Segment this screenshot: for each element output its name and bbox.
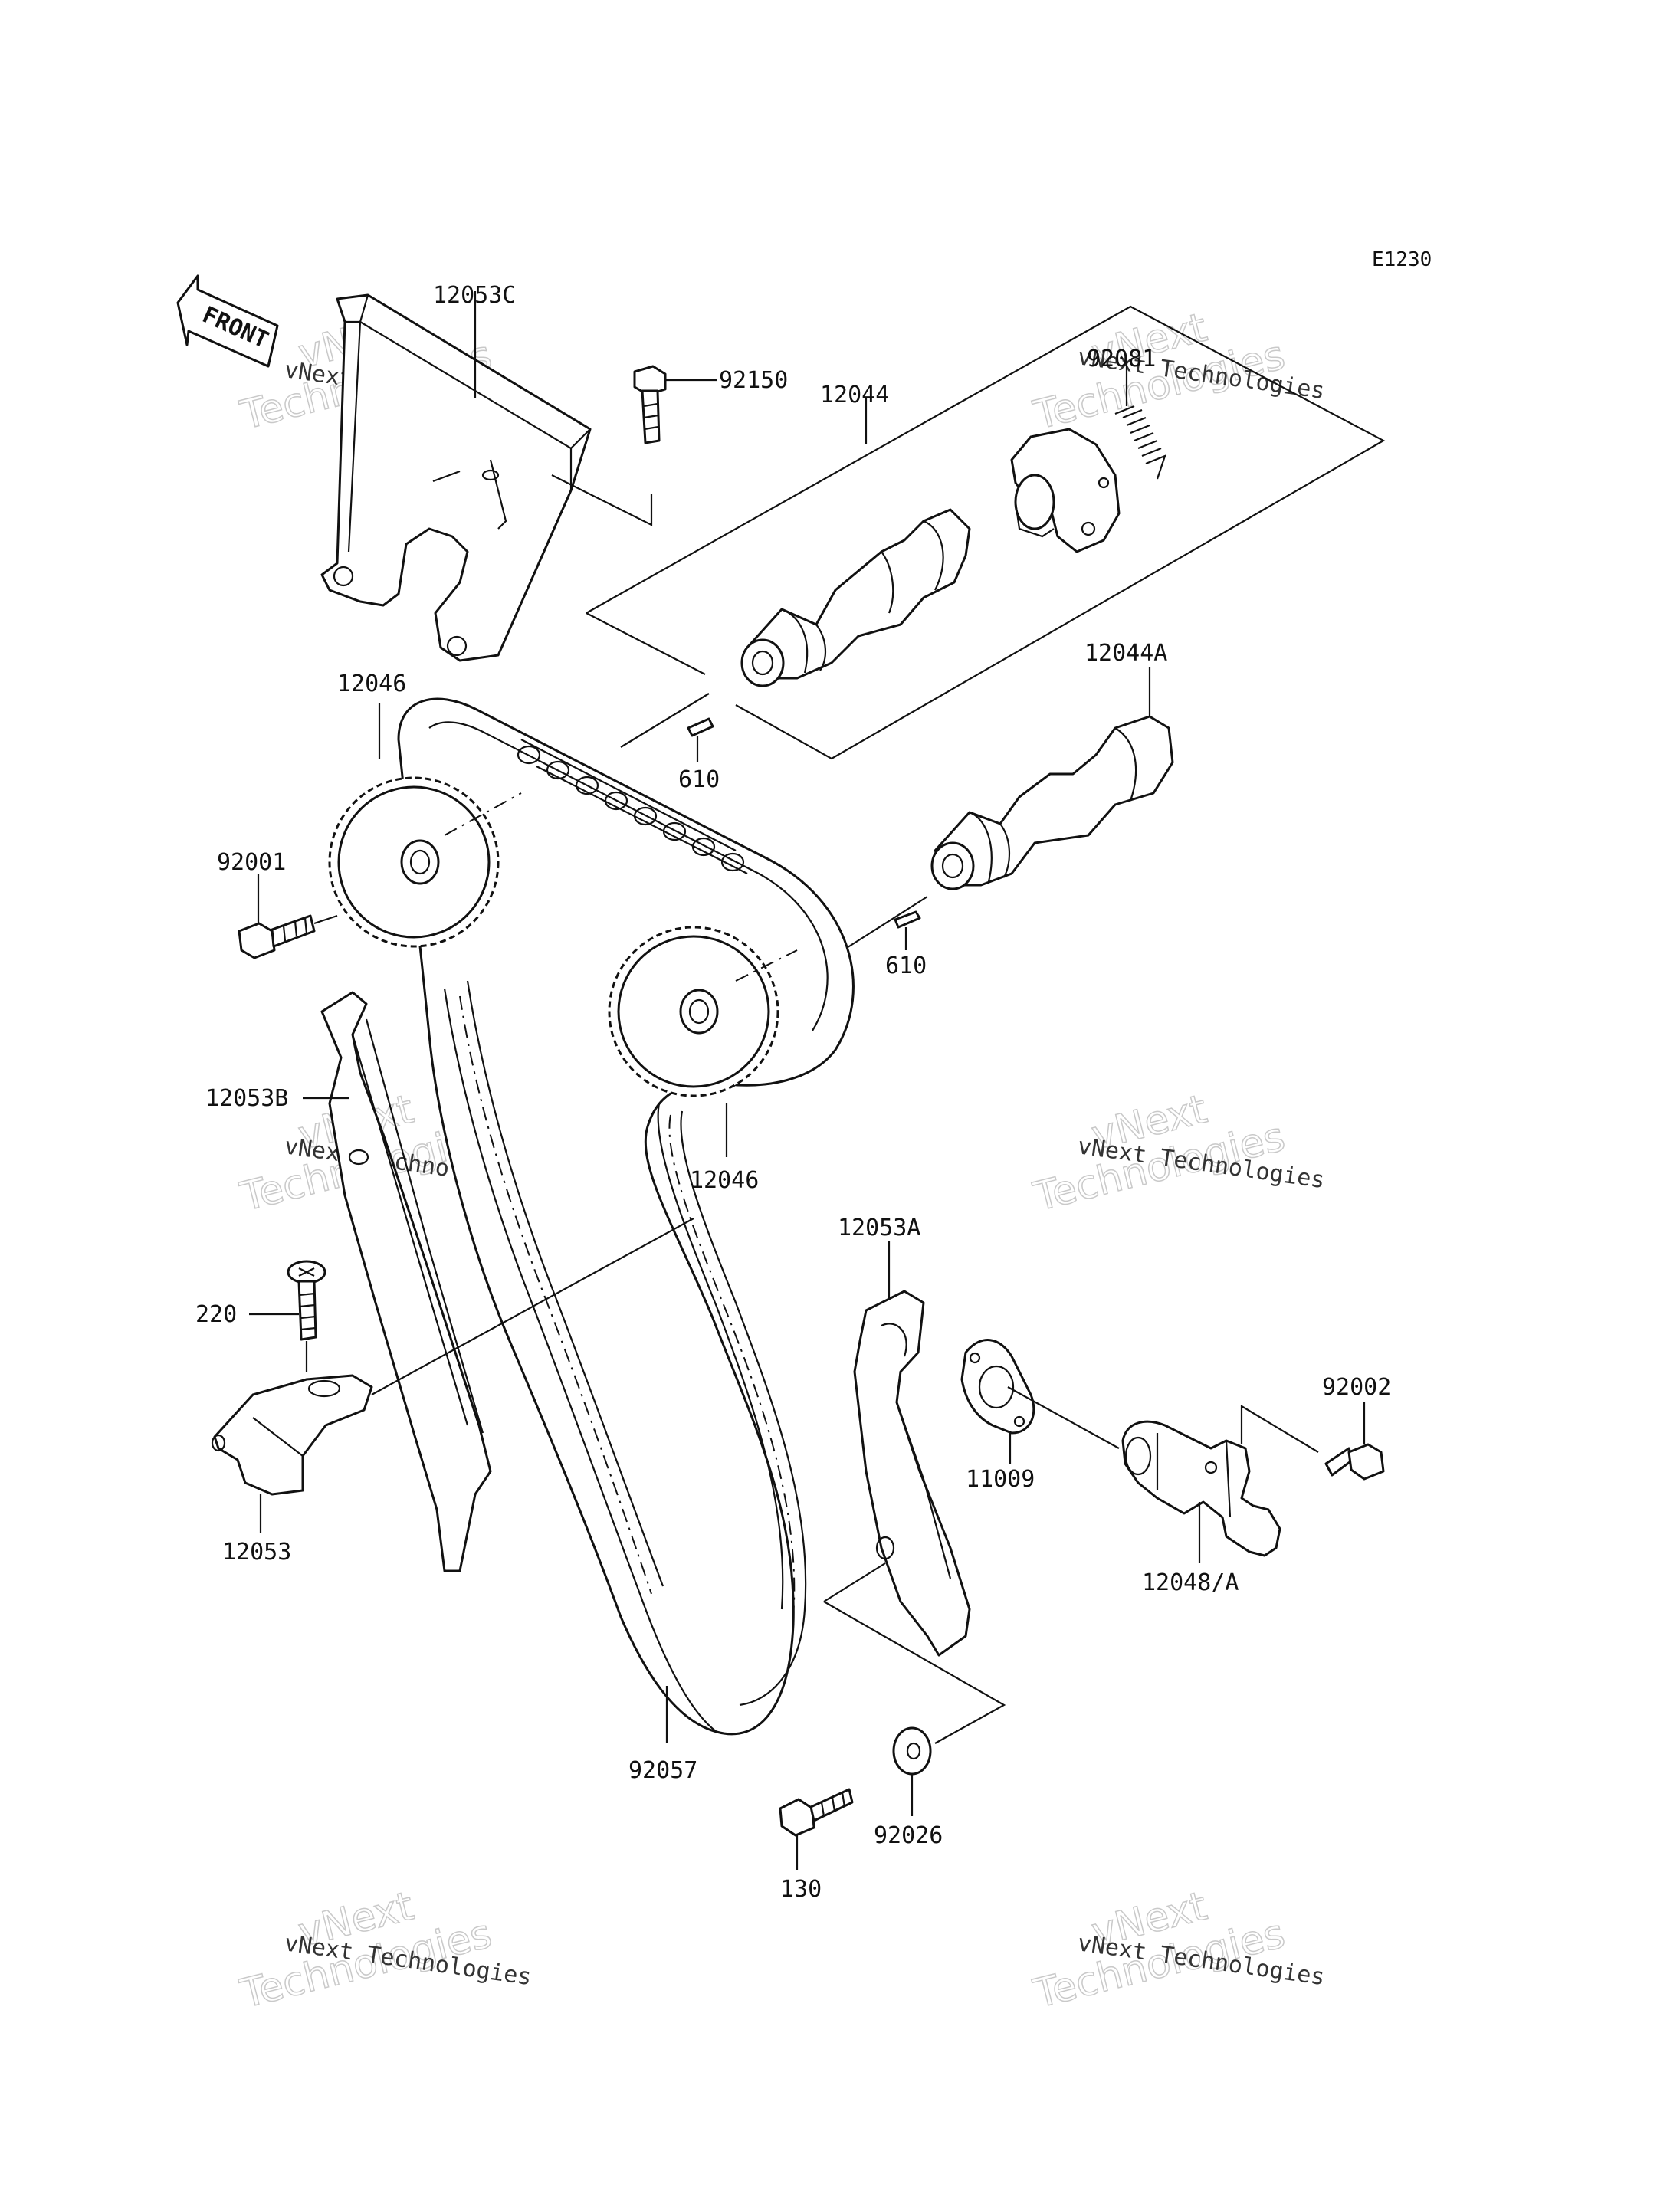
label-130: 130 <box>780 1876 822 1903</box>
chain-guide-block-12053 <box>211 1374 373 1496</box>
bolt-92001-icon <box>238 914 316 959</box>
pin-610-lower-icon <box>894 910 921 929</box>
screw-220-icon <box>287 1260 326 1341</box>
label-610-upper: 610 <box>678 766 720 793</box>
shaft-line-lower <box>842 896 928 951</box>
pin-610-upper-icon <box>687 717 714 737</box>
chain-guide-12053b <box>320 991 492 1572</box>
chain-guide-12053a <box>853 1290 971 1657</box>
leader-guide-line <box>371 1218 694 1395</box>
label-220: 220 <box>195 1301 237 1328</box>
label-12053b: 12053B <box>205 1085 288 1112</box>
label-11009: 11009 <box>966 1466 1035 1493</box>
label-12048a: 12048/A <box>1142 1569 1239 1596</box>
label-12053a: 12053A <box>838 1215 920 1241</box>
bolt-92002-icon <box>1324 1443 1385 1481</box>
label-12044a: 12044A <box>1084 640 1167 667</box>
bolt-92150-icon <box>633 365 667 444</box>
label-92057: 92057 <box>628 1757 697 1784</box>
label-12046-lower: 12046 <box>690 1167 759 1194</box>
tensioner-12048a <box>1121 1420 1281 1557</box>
label-92150: 92150 <box>719 367 788 394</box>
camshaft-12044 <box>740 508 971 687</box>
leader-bracket-to-bolt <box>551 474 653 526</box>
spring-92081-icon <box>1114 360 1166 480</box>
label-12053c: 12053C <box>433 282 516 309</box>
front-arrow-icon: FRONT <box>176 274 279 368</box>
gasket-11009-icon <box>960 1339 1035 1435</box>
shaft-line-upper <box>620 693 710 748</box>
label-12046-upper: 12046 <box>337 671 406 697</box>
label-92081: 92081 <box>1087 346 1156 372</box>
sprocket-12046-lower <box>608 926 798 1097</box>
sprocket-12046-upper <box>328 776 522 948</box>
bolt-130-icon <box>779 1788 854 1837</box>
label-92001: 92001 <box>217 849 286 876</box>
label-610-lower: 610 <box>885 953 927 979</box>
label-92026: 92026 <box>874 1822 943 1849</box>
guide-bracket-12053c <box>320 293 592 662</box>
camshaft-12044a <box>930 715 1174 890</box>
label-92002: 92002 <box>1322 1374 1391 1401</box>
label-12044: 12044 <box>820 382 889 408</box>
decompressor-assembly <box>1010 428 1121 553</box>
group-box-12044 <box>586 305 1386 760</box>
diagram-code: E1230 <box>1372 248 1432 271</box>
label-12053: 12053 <box>222 1539 291 1566</box>
washer-92026-icon <box>892 1726 932 1776</box>
